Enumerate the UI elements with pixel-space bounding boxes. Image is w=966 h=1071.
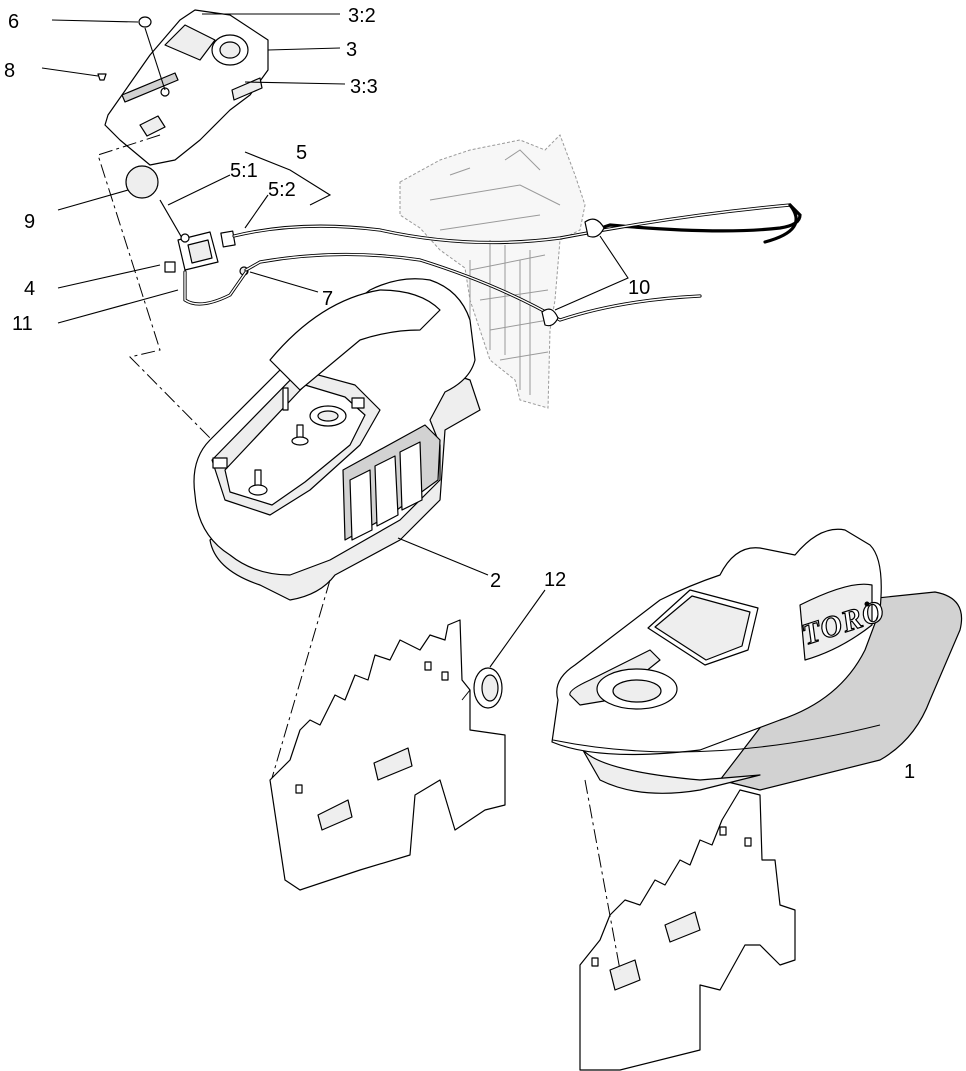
callout-4: 4 — [24, 278, 35, 300]
callout-labels: 6 3:2 3 8 3:3 5 5:1 5:2 9 4 10 7 11 12 2… — [4, 5, 915, 783]
control-cables — [183, 203, 802, 327]
assembly-centerlines — [97, 134, 621, 971]
callout-12: 12 — [544, 569, 566, 591]
callout-2: 2 — [490, 570, 501, 592]
callout-8: 8 — [4, 60, 15, 82]
callout-5-1: 5:1 — [230, 160, 258, 182]
callout-11: 11 — [12, 313, 33, 335]
lower-left-heat-shield — [269, 619, 506, 891]
logo-registered-mark-icon — [864, 601, 870, 607]
callout-7: 7 — [322, 288, 333, 310]
callout-10: 10 — [628, 277, 650, 299]
control-panel — [104, 9, 346, 166]
callout-3-2: 3:2 — [348, 5, 376, 27]
callout-3: 3 — [346, 39, 357, 61]
fuel-tank — [193, 278, 489, 601]
fuel-tank-cover: TORO — [551, 528, 963, 794]
fuel-gauge-ring — [473, 589, 546, 709]
callout-9: 9 — [24, 211, 35, 233]
ghost-frame-assembly — [399, 134, 586, 409]
cap-and-screw — [41, 16, 166, 91]
callout-1: 1 — [904, 761, 915, 783]
callout-5-2: 5:2 — [268, 179, 296, 201]
callout-3-3: 3:3 — [350, 76, 378, 98]
callout-6: 6 — [8, 11, 19, 33]
lower-right-heat-shield — [579, 789, 796, 1071]
callout-5: 5 — [296, 142, 307, 164]
throttle-control — [57, 151, 332, 324]
